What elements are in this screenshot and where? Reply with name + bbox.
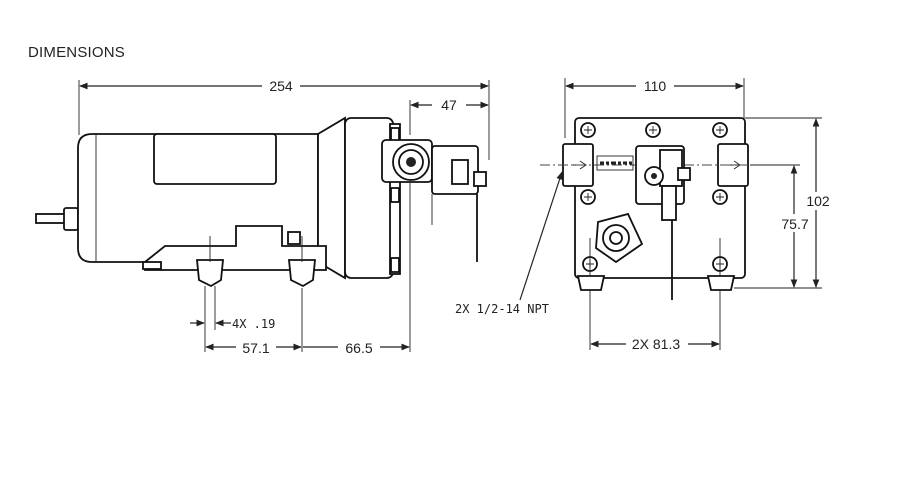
front-foot-right [706, 275, 736, 291]
dim-width: 110 [644, 78, 667, 94]
motor-label-plate [153, 133, 277, 185]
switch-front-screw [677, 167, 691, 181]
front-view: 110 [455, 78, 830, 352]
dim-outlet-offset: 47 [441, 97, 457, 113]
label-strip [596, 155, 634, 171]
npt-leader-line [519, 171, 563, 301]
mount-foot-left [196, 259, 224, 288]
dim-port-spec: 2X 1/2-14 NPT [455, 302, 549, 316]
base-bracket [144, 225, 327, 271]
front-foot-left [576, 275, 606, 291]
dim-front-mount-spacing: 2X 81.3 [632, 336, 680, 352]
bolt-middle [390, 187, 400, 203]
mount-foot-right [288, 259, 316, 288]
side-view: 254 47 [35, 78, 490, 356]
bracket-tab [142, 261, 162, 270]
drawing-title: DIMENSIONS [28, 44, 126, 61]
dim-66-bg [338, 340, 380, 354]
dim-57-bg [236, 340, 276, 354]
dim-height-total: 102 [806, 193, 830, 209]
mount-boss-hole [609, 231, 623, 245]
bolt-bottom [390, 257, 400, 273]
dim-overall-length: 254 [269, 78, 293, 94]
cable-gland [63, 207, 79, 231]
dim-mount-spacing: 57.1 [242, 340, 269, 356]
switch-front-bore [651, 173, 657, 179]
switch-screw [473, 171, 487, 187]
pump-head-taper [317, 116, 346, 280]
bracket-screw [287, 231, 301, 245]
port-fitting-bore [406, 157, 416, 167]
dim-hole-spec: 4X .19 [232, 317, 275, 331]
switch-terminal [451, 159, 469, 185]
dim-mount-to-port: 66.5 [345, 340, 372, 356]
switch-front-stem [661, 185, 677, 221]
dim-height-center: 75.7 [781, 216, 808, 232]
